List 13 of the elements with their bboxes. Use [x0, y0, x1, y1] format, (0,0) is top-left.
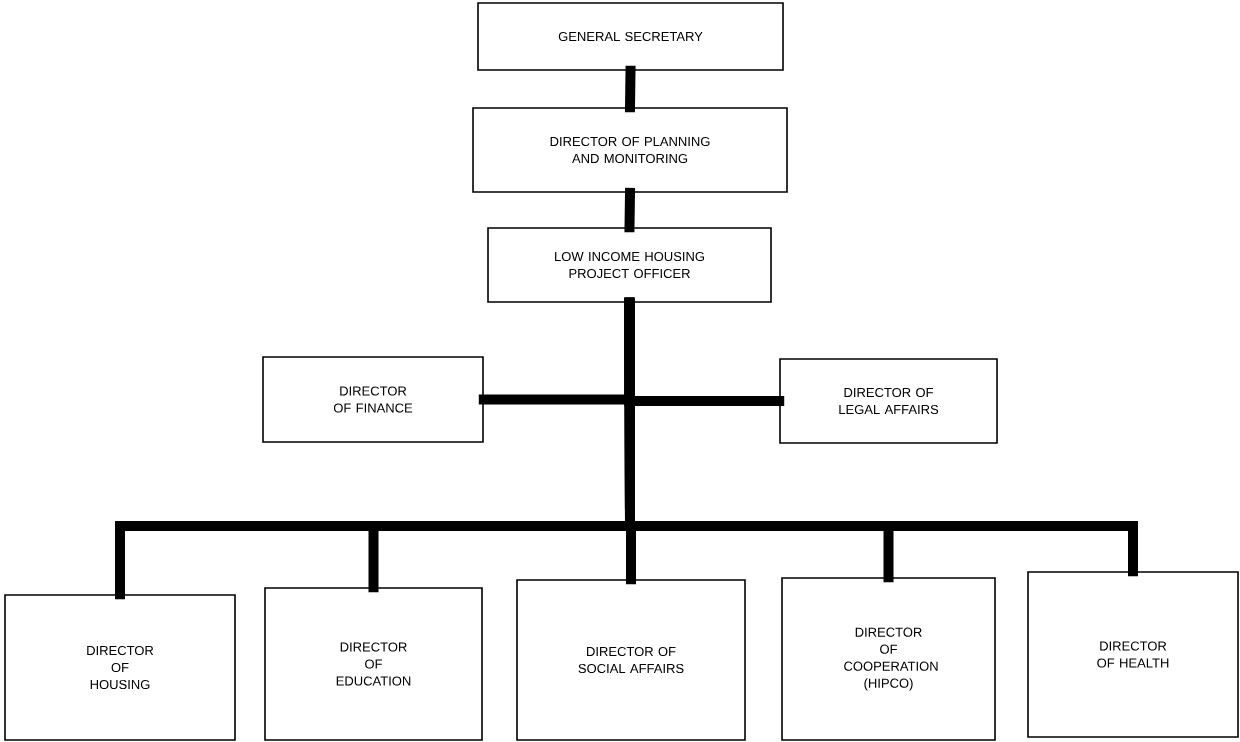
org-box: DIRECTOR OF HOUSING — [4, 594, 236, 741]
org-box: DIRECTOR OF EDUCATION — [264, 587, 483, 741]
org-box: GENERAL SECRETARY — [477, 2, 784, 71]
connector-line — [624, 297, 1138, 577]
org-box: DIRECTOR OF PLANNING AND MONITORING — [472, 107, 788, 193]
org-box: DIRECTOR OF SOCIAL AFFAIRS — [516, 579, 746, 741]
connector-line — [624, 187, 635, 233]
org-box: DIRECTOR OF FINANCE — [262, 356, 484, 443]
org-box: LOW INCOME HOUSING PROJECT OFFICER — [487, 227, 772, 303]
org-box: DIRECTOR OF HEALTH — [1027, 571, 1239, 738]
org-box: DIRECTOR OF LEGAL AFFAIRS — [779, 358, 998, 444]
org-box: DIRECTOR OF COOPERATION (HIPCO) — [781, 577, 996, 741]
connector-line — [625, 65, 636, 113]
